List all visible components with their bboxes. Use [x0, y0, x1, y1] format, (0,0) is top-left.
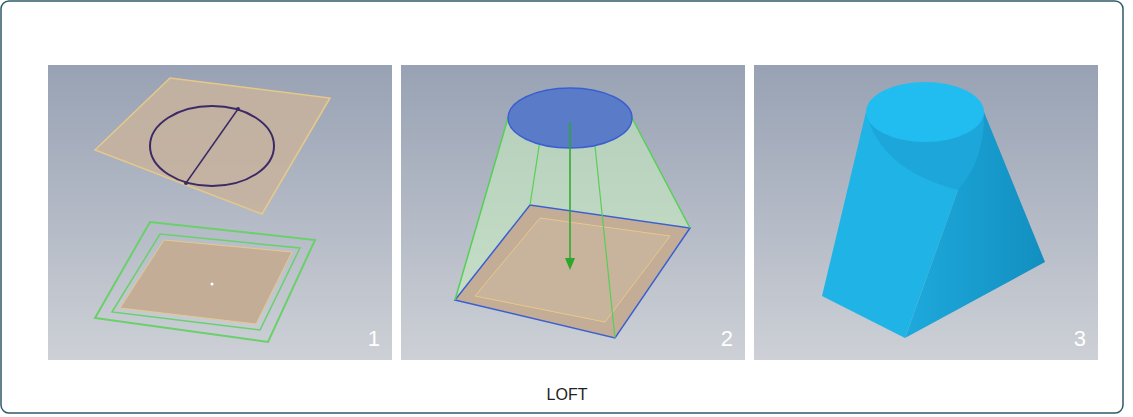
- panel-number: 2: [721, 326, 733, 352]
- panel-sketches: [48, 65, 392, 360]
- panel-number: 1: [368, 326, 380, 352]
- card-frame: [1, 1, 1123, 413]
- panel-loft-preview: [401, 65, 745, 360]
- caption: LOFT: [547, 386, 588, 404]
- panel-number: 3: [1074, 326, 1086, 352]
- panel-loft-result: [754, 65, 1098, 360]
